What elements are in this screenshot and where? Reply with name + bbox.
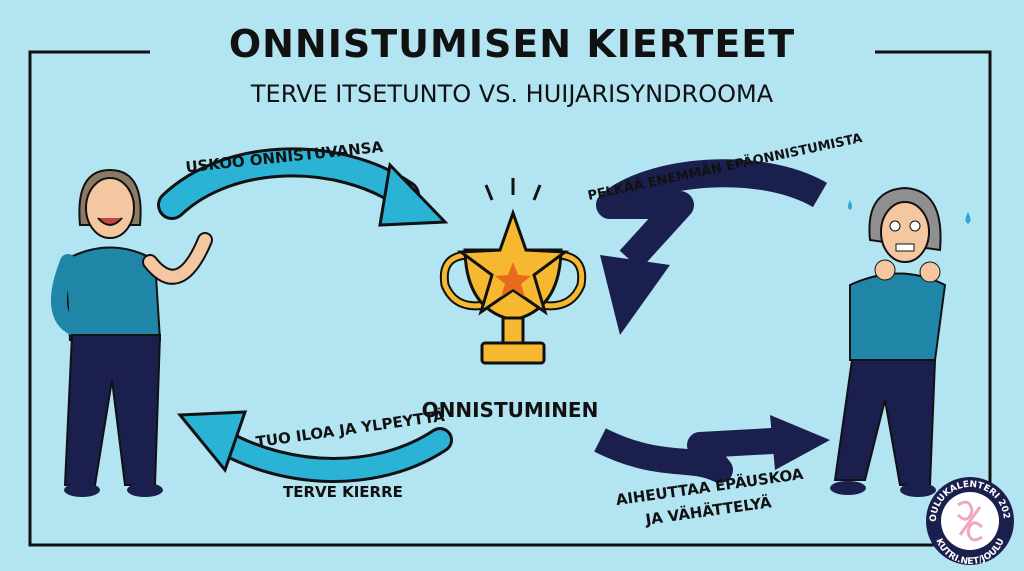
healthy-cycle-label: TERVE KIERRE [283,483,403,501]
healthy-top-arrow [157,147,449,227]
confident-person-illustration [50,168,213,497]
impostor-bottom-arrow [594,415,830,483]
center-label-success: ONNISTUMINEN [421,398,599,422]
page-subtitle: TERVE ITSETUNTO VS. HUIJARISYNDROOMA [250,80,774,108]
impostor-top-arrow [596,159,828,335]
anxious-person-illustration [830,186,971,497]
page-title: ONNISTUMISEN KIERTEET [228,22,796,66]
trophy-icon [439,178,587,365]
healthy-bottom-arrow [176,410,453,483]
frame-border [28,50,992,547]
